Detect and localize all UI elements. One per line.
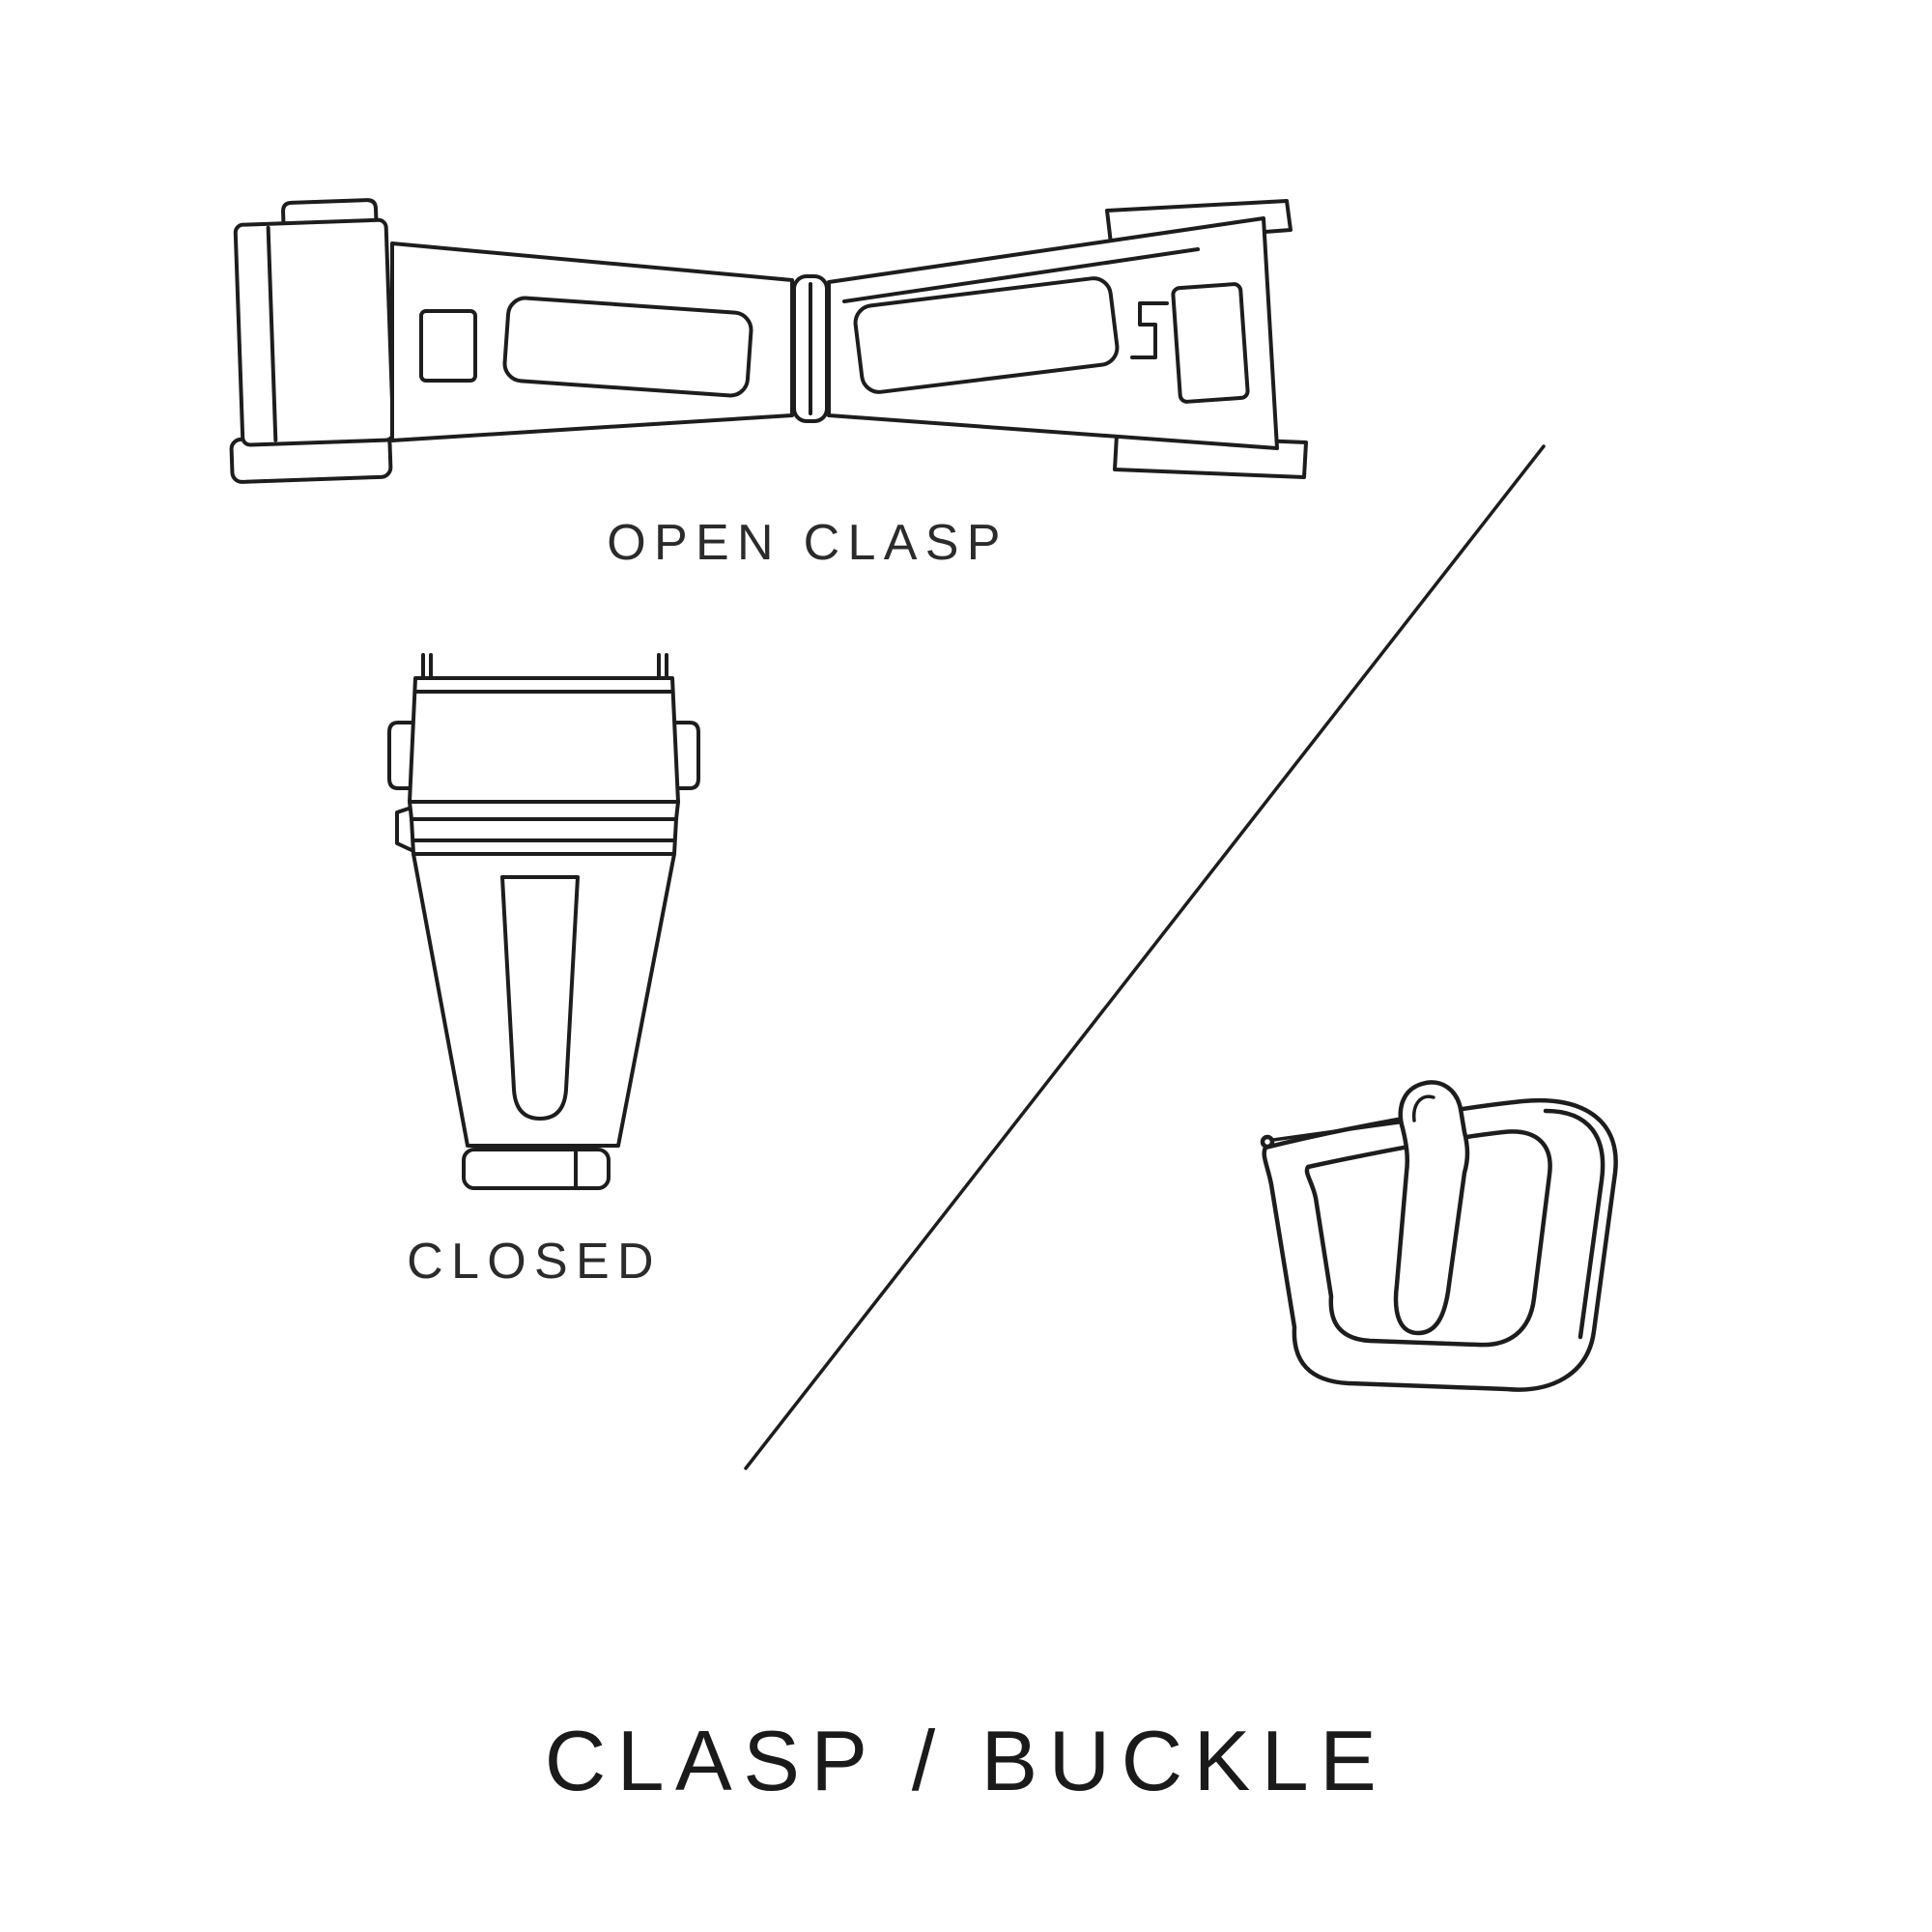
closed-clasp-band-strip-2 — [410, 817, 678, 856]
end-link-spring-bar — [266, 225, 278, 442]
closed-clasp-band-notch — [395, 806, 413, 852]
left-arm-square-cutout — [419, 309, 477, 383]
right-arm-end-cutout — [1171, 282, 1250, 404]
buckle-pin — [1271, 1119, 1414, 1142]
right-arm-fold-line — [842, 247, 1200, 303]
closed-clasp-foot — [462, 1148, 611, 1190]
open-clasp-hinge — [792, 274, 829, 423]
buckle-tongue — [1393, 1080, 1470, 1336]
right-arm-outline — [827, 216, 1279, 450]
diagonal-divider-line — [744, 444, 1546, 1470]
closed-clasp-right-prongs — [657, 653, 668, 678]
buckle-pin-end — [1260, 1134, 1275, 1150]
closed-clasp-top-block — [408, 676, 680, 804]
closed-clasp-slot — [500, 875, 580, 1121]
closed-clasp-left-prongs — [421, 653, 433, 678]
closed-clasp-right-ear — [672, 721, 700, 790]
buckle-tongue-loop-line — [1412, 1094, 1435, 1122]
closed-clasp-label: CLOSED — [407, 1234, 662, 1290]
buckle-right-rail-contour — [1543, 1108, 1605, 1340]
closed-clasp-body — [412, 852, 676, 1148]
closed-clasp-left-ear — [387, 721, 415, 790]
buckle-illustration — [1260, 1080, 1618, 1392]
right-arm-latch-hook — [1130, 301, 1169, 359]
open-clasp-illustration — [229, 198, 1308, 484]
open-clasp-label: OPEN CLASP — [607, 515, 1009, 571]
open-clasp-left-arm — [390, 242, 794, 442]
end-link-body — [233, 217, 396, 447]
right-arm-slot-cutout — [853, 276, 1120, 394]
closed-clasp-band-strip-1 — [408, 800, 680, 821]
open-clasp-end-link — [229, 198, 396, 484]
open-clasp-right-arm — [827, 199, 1308, 479]
left-arm-slot-cutout — [502, 296, 753, 398]
left-arm-outline — [390, 242, 794, 442]
page-title: CLASP / BUCKLE — [544, 1713, 1388, 1808]
closed-clasp-illustration — [387, 653, 700, 1190]
